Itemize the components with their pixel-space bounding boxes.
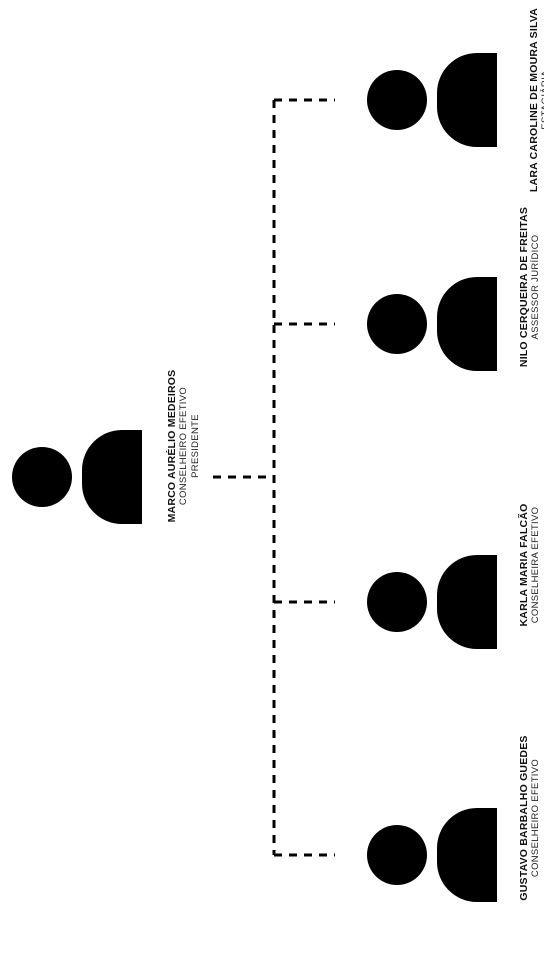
root-role: CONSELHEIRO EFETIVO [178, 386, 189, 506]
member-label: LARA CAROLINE DE MOURA SILVA ESTAGIÁRIA [528, 0, 544, 210]
person-icon [367, 277, 497, 371]
member-role: CONSELHEIRO EFETIVO [530, 758, 541, 878]
member-label: GUSTAVO BARBALHO GUEDES CONSELHEIRO EFET… [518, 718, 544, 918]
member-name: GUSTAVO BARBALHO GUEDES [518, 735, 530, 901]
org-connectors [213, 98, 335, 857]
root-label: MARCO AURÉLIO MEDEIROS CONSELHEIRO EFETI… [166, 346, 204, 546]
person-icon [367, 555, 497, 649]
person-icon [12, 430, 142, 524]
member-role: ESTAGIÁRIA [540, 70, 544, 130]
member-name: KARLA MARIA FALCÃO [518, 503, 530, 627]
member-role: ASSESSOR JURÍDICO [530, 234, 541, 340]
person-icon [367, 53, 497, 147]
root-name: MARCO AURÉLIO MEDEIROS [166, 369, 178, 523]
person-icon [367, 808, 497, 902]
member-name: LARA CAROLINE DE MOURA SILVA [528, 7, 540, 193]
member-label: NILO CERQUEIRA DE FREITAS ASSESSOR JURÍD… [518, 187, 544, 387]
root-position: PRESIDENTE [190, 414, 201, 478]
member-role: CONSELHEIRA EFETIVO [530, 506, 541, 624]
member-name: NILO CERQUEIRA DE FREITAS [518, 206, 530, 368]
member-label: KARLA MARIA FALCÃO CONSELHEIRA EFETIVO [518, 465, 544, 665]
